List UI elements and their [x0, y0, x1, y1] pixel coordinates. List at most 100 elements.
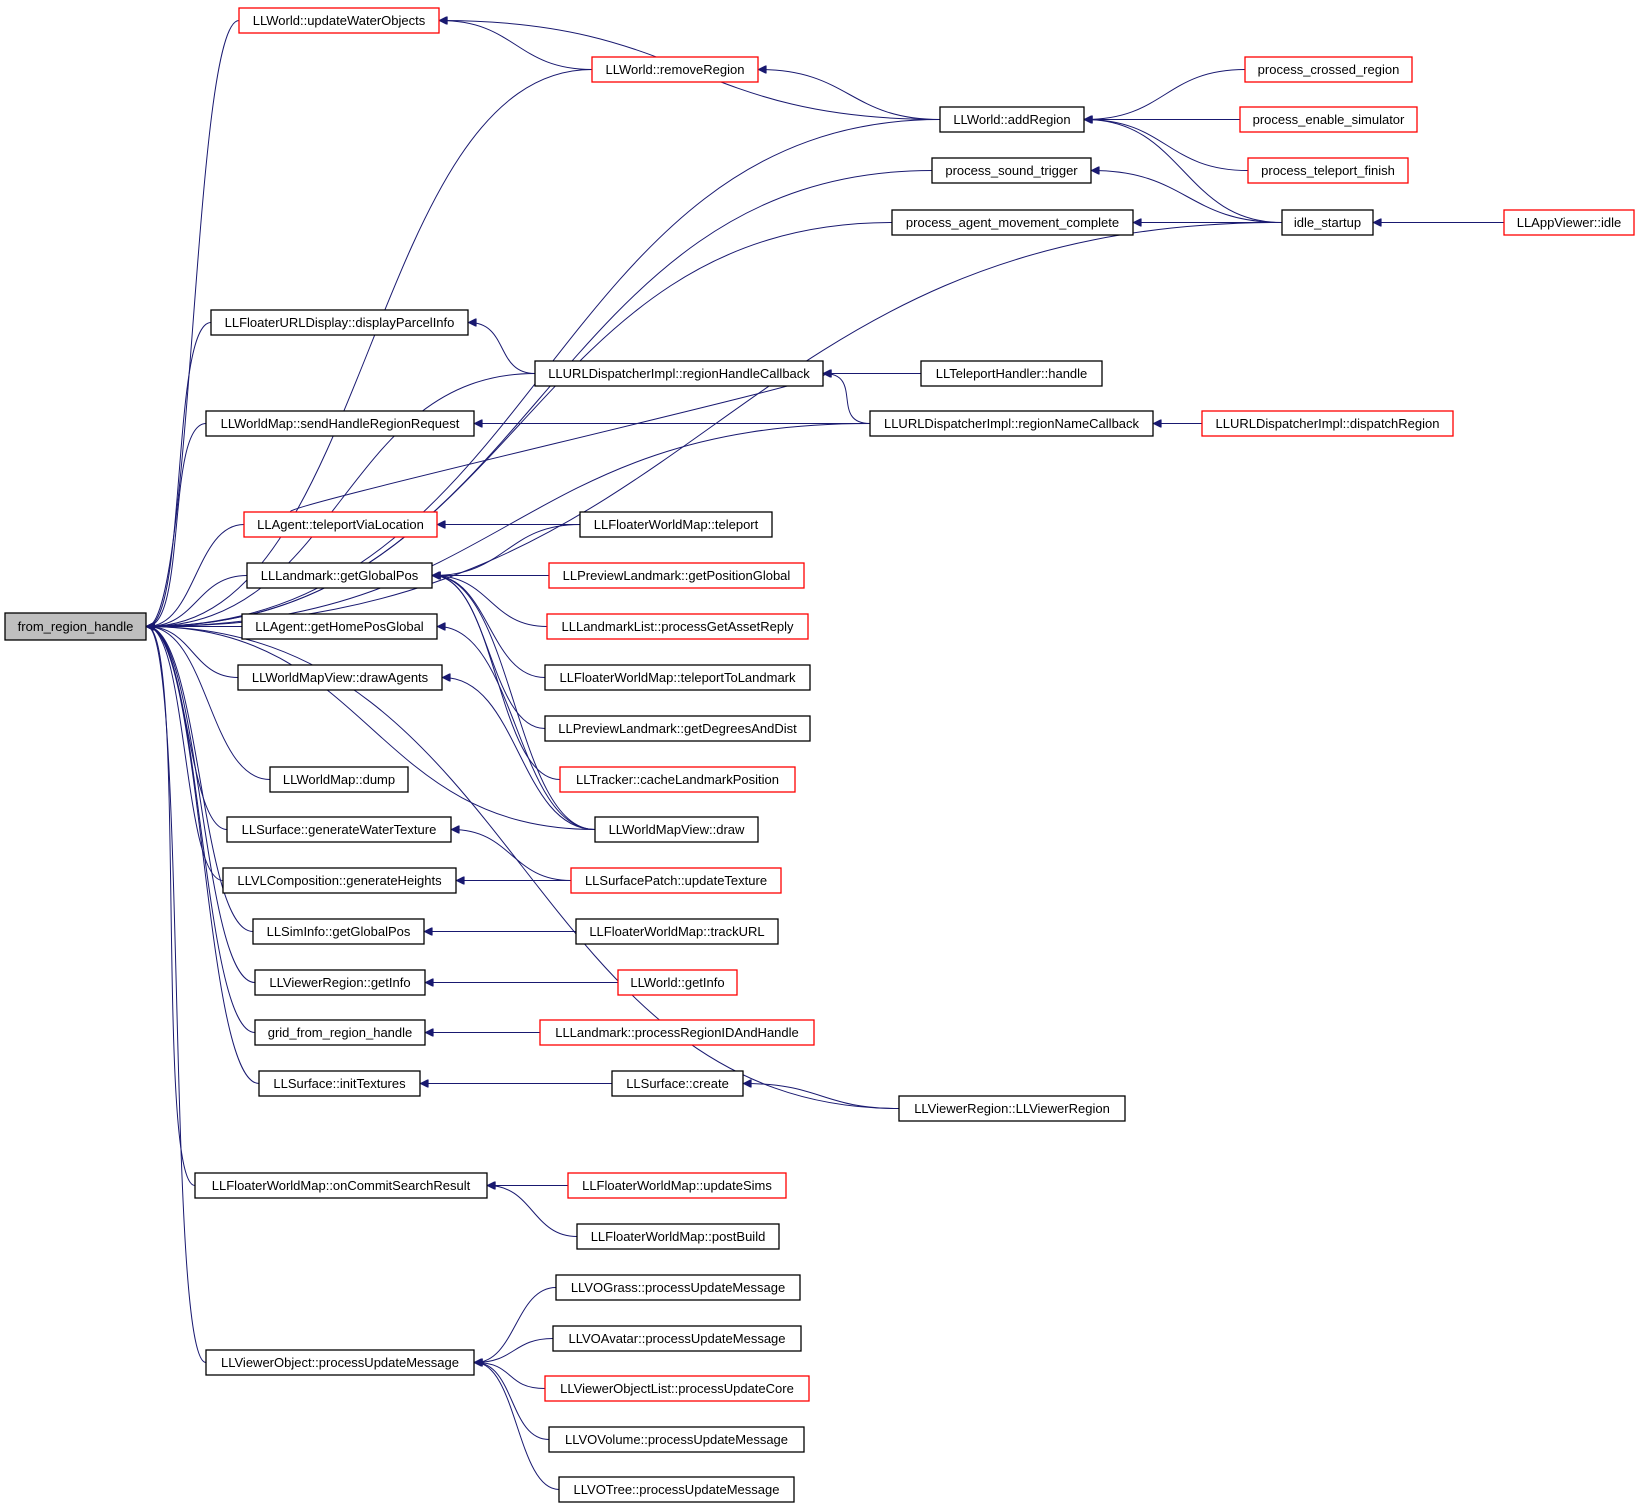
node-lllandmark-processregionidandhandle[interactable]: LLLandmark::processRegionIDAndHandle [539, 1019, 815, 1046]
node-box [534, 360, 824, 387]
node-label: LLWorld::addRegion [953, 112, 1070, 127]
node-llappviewer-idle[interactable]: LLAppViewer::idle [1503, 209, 1635, 236]
node-label: LLAgent::getHomePosGlobal [255, 619, 423, 634]
node-box [546, 613, 809, 640]
node-llworld-getinfo[interactable]: LLWorld::getInfo [617, 969, 738, 996]
node-label: process_teleport_finish [1261, 163, 1395, 178]
node-llworldmap-dump[interactable]: LLWorldMap::dump [269, 766, 409, 793]
node-llfloaterurldisplay-displayparcelinfo[interactable]: LLFloaterURLDisplay::displayParcelInfo [210, 309, 469, 336]
node-llvotree-processupdatemessage[interactable]: LLVOTree::processUpdateMessage [558, 1476, 795, 1503]
node-llworld-removeregion[interactable]: LLWorld::removeRegion [591, 56, 759, 83]
node-llfloaterworldmap-trackurl[interactable]: LLFloaterWorldMap::trackURL [575, 918, 779, 945]
node-llworldmapview-drawagents[interactable]: LLWorldMapView::drawAgents [237, 664, 443, 691]
node-box [539, 1019, 815, 1046]
node-label: LLViewerRegion::getInfo [269, 975, 410, 990]
node-llsurface-generatewatertexture[interactable]: LLSurface::generateWaterTexture [226, 816, 452, 843]
node-llfloaterworldmap-teleport[interactable]: LLFloaterWorldMap::teleport [579, 511, 773, 538]
edge-llvograss-processupdatemessage-to-llviewerobject-processupdatemessage [475, 1287, 557, 1363]
node-label: LLSurface::create [626, 1076, 729, 1091]
node-label: LLLandmarkList::processGetAssetReply [562, 619, 794, 634]
node-label: LLSurface::generateWaterTexture [242, 822, 437, 837]
node-llviewerregion-getinfo[interactable]: LLViewerRegion::getInfo [254, 969, 426, 996]
node-box [555, 1274, 801, 1301]
edge-idle-startup-to-process-sound-trigger [1092, 171, 1283, 223]
node-llsiminfo-getglobalpos[interactable]: LLSimInfo::getGlobalPos [252, 918, 425, 945]
node-llworld-updatewaterobjects[interactable]: LLWorld::updateWaterObjects [238, 7, 440, 34]
node-llsurface-create[interactable]: LLSurface::create [611, 1070, 744, 1097]
node-box [205, 1349, 475, 1376]
node-label: LLWorld::updateWaterObjects [253, 13, 426, 28]
edge-llfloaterworldmap-teleporttolandmark-to-lllandmark-getglobalpos [433, 576, 546, 678]
node-llfloaterworldmap-teleporttolandmark[interactable]: LLFloaterWorldMap::teleportToLandmark [544, 664, 811, 691]
node-llagent-teleportvialocation[interactable]: LLAgent::teleportViaLocation [243, 511, 438, 538]
node-process-sound-trigger[interactable]: process_sound_trigger [931, 157, 1092, 184]
node-llworldmap-sendhandleregionrequest[interactable]: LLWorldMap::sendHandleRegionRequest [205, 410, 475, 437]
node-label: LLURLDispatcherImpl::regionNameCallback [884, 416, 1140, 431]
node-llvlcomposition-generateheights[interactable]: LLVLComposition::generateHeights [222, 867, 457, 894]
node-process-crossed-region[interactable]: process_crossed_region [1244, 56, 1413, 83]
node-box [1503, 209, 1635, 236]
node-llsurface-inittextures[interactable]: LLSurface::initTextures [258, 1070, 421, 1097]
node-lllandmarklist-processgetassetreply[interactable]: LLLandmarkList::processGetAssetReply [546, 613, 809, 640]
node-lllandmark-getglobalpos[interactable]: LLLandmark::getGlobalPos [246, 562, 433, 589]
node-label: LLWorldMapView::drawAgents [252, 670, 429, 685]
node-llfloaterworldmap-postbuild[interactable]: LLFloaterWorldMap::postBuild [576, 1223, 780, 1250]
node-box [544, 664, 811, 691]
node-llvovolume-processupdatemessage[interactable]: LLVOVolume::processUpdateMessage [548, 1426, 805, 1453]
node-llpreviewlandmark-getpositionglobal[interactable]: LLPreviewLandmark::getPositionGlobal [548, 562, 805, 589]
node-grid-from-region-handle[interactable]: grid_from_region_handle [254, 1019, 426, 1046]
node-process-agent-movement-complete[interactable]: process_agent_movement_complete [891, 209, 1134, 236]
node-llagent-gethomeposglobal[interactable]: LLAgent::getHomePosGlobal [241, 613, 438, 640]
edge-idle-startup-to-from-region-handle [147, 222, 1283, 627]
node-process-enable-simulator[interactable]: process_enable_simulator [1239, 106, 1418, 133]
node-lltracker-cachelandmarkposition[interactable]: LLTracker::cacheLandmarkPosition [559, 766, 796, 793]
edge-llworldmap-dump-to-from-region-handle [147, 627, 271, 780]
node-llsurfacepatch-updatetexture[interactable]: LLSurfacePatch::updateTexture [570, 867, 782, 894]
node-process-teleport-finish[interactable]: process_teleport_finish [1247, 157, 1409, 184]
node-llviewerobjectlist-processupdatecore[interactable]: LLViewerObjectList::processUpdateCore [544, 1375, 810, 1402]
node-llurldispatcherimpl-dispatchregion[interactable]: LLURLDispatcherImpl::dispatchRegion [1201, 410, 1454, 437]
node-llpreviewlandmark-getdegreesanddist[interactable]: LLPreviewLandmark::getDegreesAndDist [544, 715, 811, 742]
edge-llworldmapview-draw-to-from-region-handle [147, 627, 596, 830]
node-from-region-handle[interactable]: from_region_handle [4, 612, 147, 641]
edge-llviewerobjectlist-processupdatecore-to-llviewerobject-processupdatemessage [475, 1363, 546, 1389]
edge-llworldmapview-drawagents-to-from-region-handle [147, 627, 239, 678]
node-label: LLURLDispatcherImpl::regionHandleCallbac… [548, 366, 810, 381]
node-box [611, 1070, 744, 1097]
edge-llsiminfo-getglobalpos-to-from-region-handle [147, 627, 254, 932]
node-llurldispatcherimpl-regionnamecallback[interactable]: LLURLDispatcherImpl::regionNameCallback [869, 410, 1154, 437]
node-llurldispatcherimpl-regionhandlecallback[interactable]: LLURLDispatcherImpl::regionHandleCallbac… [534, 360, 824, 387]
node-box [579, 511, 773, 538]
node-llteleporthandler-handle[interactable]: LLTeleportHandler::handle [920, 360, 1103, 387]
node-label: LLWorldMapView::draw [609, 822, 745, 837]
node-llworld-addregion[interactable]: LLWorld::addRegion [939, 106, 1085, 133]
node-box [226, 816, 452, 843]
edge-llpreviewlandmark-getdegreesanddist-to-lllandmark-getglobalpos [433, 576, 546, 729]
node-llviewerregion-llviewerregion[interactable]: LLViewerRegion::LLViewerRegion [898, 1095, 1126, 1122]
edge-process-agent-movement-complete-to-from-region-handle [147, 222, 893, 627]
node-label: LLTeleportHandler::handle [936, 366, 1088, 381]
node-llfloaterworldmap-oncommitsearchresult[interactable]: LLFloaterWorldMap::onCommitSearchResult [194, 1172, 488, 1199]
edge-llsurface-inittextures-to-from-region-handle [147, 627, 260, 1084]
node-box [1201, 410, 1454, 437]
node-llworldmapview-draw[interactable]: LLWorldMapView::draw [594, 816, 759, 843]
node-box [570, 867, 782, 894]
node-label: LLLandmark::getGlobalPos [261, 568, 419, 583]
node-box [1244, 56, 1413, 83]
node-box [558, 1476, 795, 1503]
node-llvograss-processupdatemessage[interactable]: LLVOGrass::processUpdateMessage [555, 1274, 801, 1301]
edge-llfloaterworldmap-teleport-to-lllandmark-getglobalpos [433, 524, 581, 576]
node-llvoavatar-processupdatemessage[interactable]: LLVOAvatar::processUpdateMessage [552, 1325, 802, 1352]
node-llviewerobject-processupdatemessage[interactable]: LLViewerObject::processUpdateMessage [205, 1349, 475, 1376]
node-label: process_sound_trigger [945, 163, 1078, 178]
node-idle-startup[interactable]: idle_startup [1281, 209, 1374, 236]
node-label: LLSimInfo::getGlobalPos [267, 924, 411, 939]
node-box [238, 7, 440, 34]
edge-layer [147, 21, 1504, 1490]
node-box [4, 612, 147, 641]
node-box [617, 969, 738, 996]
node-box [544, 1375, 810, 1402]
node-llfloaterworldmap-updatesims[interactable]: LLFloaterWorldMap::updateSims [567, 1172, 787, 1199]
node-box [269, 766, 409, 793]
node-box [575, 918, 779, 945]
